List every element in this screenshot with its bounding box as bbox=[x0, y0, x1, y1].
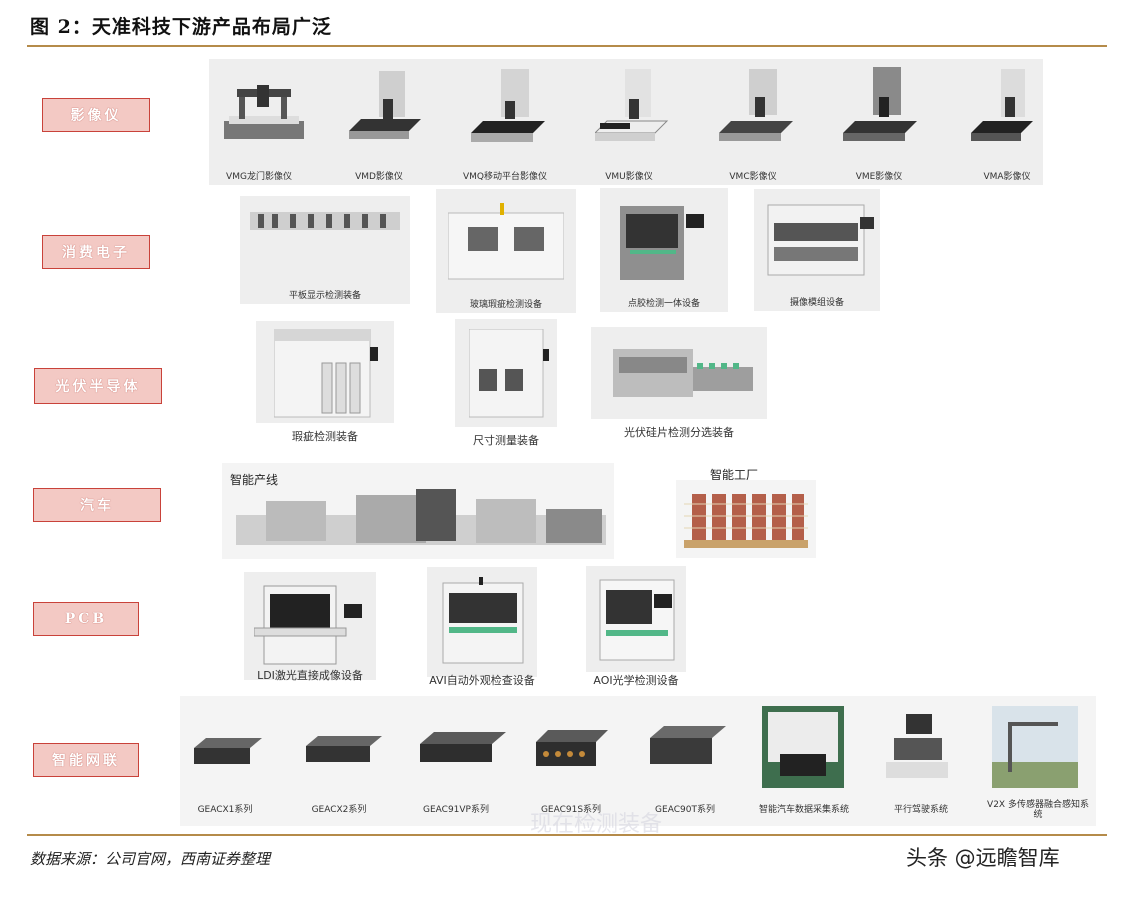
vmc-machine-image bbox=[719, 69, 799, 153]
category-label-vision: 影像仪 bbox=[42, 98, 150, 132]
bottom-rule bbox=[27, 834, 1107, 836]
pcb-product-panel bbox=[244, 572, 376, 680]
pcb-caption: AOI光学检测设备 bbox=[593, 674, 679, 687]
category-label-pcb: PCB bbox=[33, 602, 139, 636]
top-rule bbox=[27, 45, 1107, 47]
pv-product-panel bbox=[591, 327, 767, 419]
iov-caption: 智能汽车数据采集系统 bbox=[758, 805, 849, 815]
iov-caption: GEAC91VP系列 bbox=[423, 805, 489, 815]
smart-factory-panel bbox=[676, 480, 816, 558]
smart-factory-image bbox=[684, 488, 808, 556]
iov-caption: V2X 多传感器融合感知系统 bbox=[987, 800, 1089, 820]
consumer-product-panel: 平板显示检测装备 bbox=[240, 196, 410, 304]
geac91s-device-image bbox=[536, 722, 616, 776]
glass-defect-machine-image bbox=[447, 203, 565, 287]
camera-module-machine-image bbox=[764, 199, 874, 287]
consumer-product-panel: 玻璃瑕疵检测设备 bbox=[436, 189, 576, 313]
vision-caption: VMU影像仪 bbox=[605, 172, 653, 182]
ldi-machine-image bbox=[253, 580, 366, 674]
aoi-machine-image bbox=[596, 576, 680, 668]
pv-caption: 光伏硅片检测分选装备 bbox=[624, 426, 734, 439]
flat-panel-machine-image bbox=[250, 206, 400, 240]
vmq-machine-image bbox=[471, 69, 551, 153]
pcb-product-panel bbox=[427, 567, 537, 677]
consumer-caption: 玻璃瑕疵检测设备 bbox=[469, 300, 542, 310]
vision-products-panel: VMG龙门影像仪 VMD影像仪 VMQ移动平台影像仪 VMU影像仪 VMC影像仪… bbox=[209, 59, 1043, 185]
pv-caption: 瑕疵检测装备 bbox=[292, 430, 358, 443]
iov-caption: 平行驾驶系统 bbox=[893, 805, 948, 815]
smart-line-panel: 智能产线 bbox=[222, 463, 614, 559]
vmd-machine-image bbox=[349, 71, 429, 153]
v2x-system-image bbox=[992, 706, 1078, 792]
pcb-product-panel bbox=[586, 566, 686, 672]
pcb-caption: AVI自动外观检查设备 bbox=[429, 674, 535, 687]
vmg-machine-image bbox=[219, 81, 309, 155]
figure-title: 图 2：天准科技下游产品布局广泛 bbox=[30, 16, 332, 38]
watermark: 头条 @远瞻智库 bbox=[906, 846, 1060, 870]
geac90t-device-image bbox=[650, 720, 730, 772]
source-note: 数据来源：公司官网，西南证券整理 bbox=[30, 850, 271, 868]
consumer-caption: 点胶检测一体设备 bbox=[627, 299, 700, 309]
pv-product-panel bbox=[455, 319, 557, 427]
category-label-iov: 智能网联 bbox=[33, 743, 139, 777]
iov-caption: GEAC90T系列 bbox=[655, 805, 715, 815]
iov-caption: GEACX2系列 bbox=[311, 805, 367, 815]
dimension-measure-machine-image bbox=[468, 328, 549, 423]
vision-caption: VME影像仪 bbox=[855, 172, 903, 182]
iov-products-panel: GEACX1系列 GEACX2系列 GEAC91VP系列 GEAC91S系列 G… bbox=[180, 696, 1096, 826]
geac91vp-device-image bbox=[420, 726, 510, 770]
smart-factory-label: 智能工厂 bbox=[710, 468, 759, 482]
vision-caption: VMQ移动平台影像仪 bbox=[462, 172, 547, 182]
pv-product-panel bbox=[256, 321, 394, 423]
smart-line-label: 智能产线 bbox=[230, 473, 279, 487]
vmu-machine-image bbox=[593, 69, 675, 153]
geacx2-device-image bbox=[306, 730, 386, 770]
dispensing-machine-image bbox=[620, 200, 710, 288]
defect-inspection-machine-image bbox=[273, 328, 378, 423]
consumer-product-panel: 摄像模组设备 bbox=[754, 189, 880, 311]
faint-overlay-text: 现在检测装备 bbox=[530, 812, 663, 837]
iov-caption: GEAC91S系列 bbox=[540, 805, 602, 815]
wafer-sorting-machine-image bbox=[599, 341, 759, 411]
geacx1-device-image bbox=[194, 734, 264, 772]
vme-machine-image bbox=[843, 67, 923, 153]
pcb-caption: LDI激光直接成像设备 bbox=[257, 669, 363, 682]
parallel-driving-system-image bbox=[886, 708, 950, 788]
category-label-auto: 汽车 bbox=[33, 488, 161, 522]
vision-caption: VMA影像仪 bbox=[983, 172, 1031, 182]
avi-machine-image bbox=[439, 577, 529, 671]
category-label-pv: 光伏半导体 bbox=[34, 368, 162, 404]
pv-caption: 尺寸测量装备 bbox=[473, 434, 539, 447]
vision-caption: VMC影像仪 bbox=[729, 172, 777, 182]
consumer-caption: 平板显示检测装备 bbox=[288, 291, 361, 301]
iov-caption: GEACX1系列 bbox=[197, 805, 253, 815]
consumer-caption: 摄像模组设备 bbox=[789, 298, 844, 308]
category-label-consumer: 消费电子 bbox=[42, 235, 150, 269]
consumer-product-panel: 点胶检测一体设备 bbox=[600, 188, 728, 312]
vision-caption: VMG龙门影像仪 bbox=[226, 172, 292, 182]
smart-line-image bbox=[236, 489, 610, 557]
data-collection-system-image bbox=[762, 706, 844, 792]
vma-machine-image bbox=[971, 69, 1041, 153]
vision-caption: VMD影像仪 bbox=[355, 172, 403, 182]
